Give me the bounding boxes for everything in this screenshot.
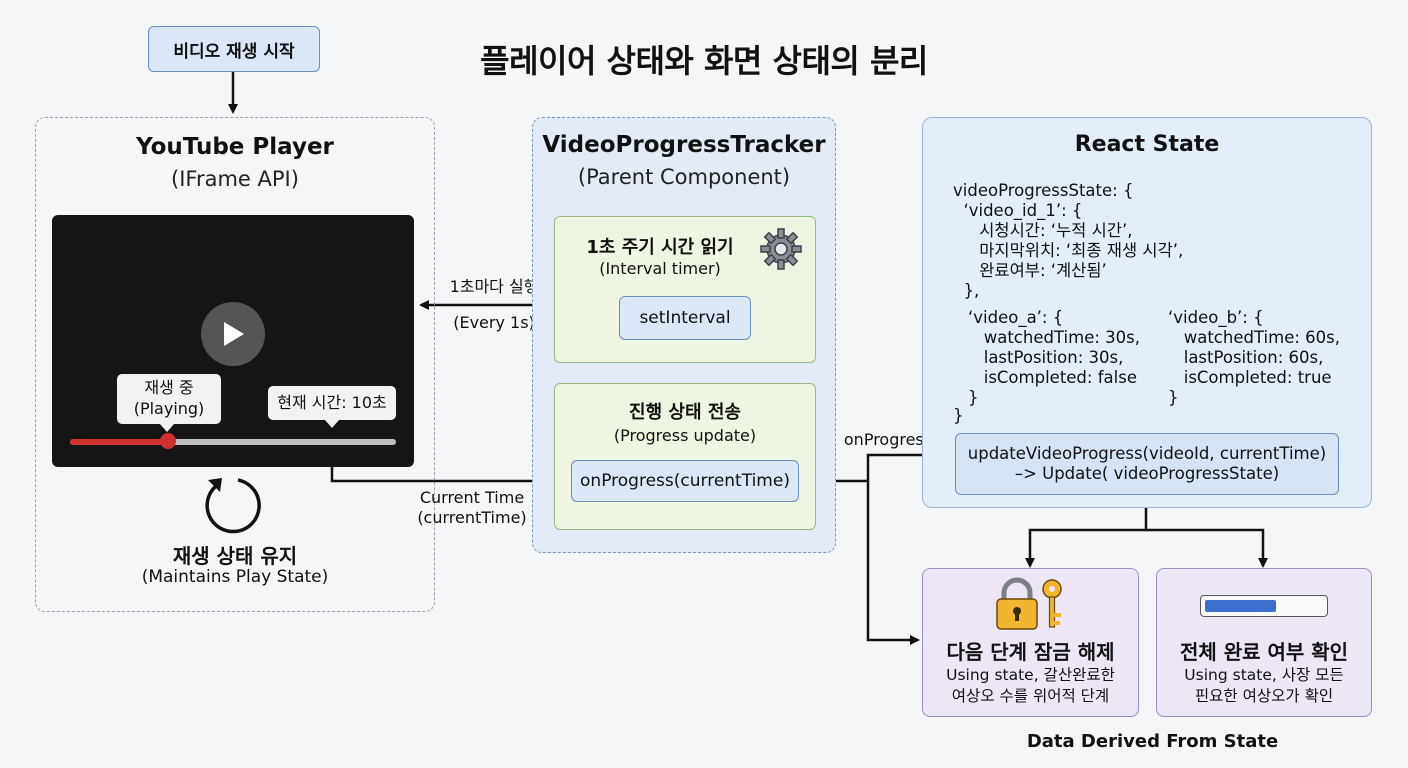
playing-tooltip-tail bbox=[160, 424, 174, 432]
current-time-label: 현재 시간: 10초 bbox=[277, 392, 387, 412]
playing-label: 재생 중 bbox=[144, 378, 194, 398]
progress-update-box bbox=[554, 383, 816, 530]
set-interval-chip: setInterval bbox=[619, 296, 751, 340]
derived-arrow-right bbox=[1146, 528, 1268, 568]
completion-description-line2: 핀요한 여상오가 확인 bbox=[1194, 687, 1334, 705]
state-code-video-b: ‘video_b’: { watchedTime: 60s, lastPosit… bbox=[1168, 308, 1340, 408]
unlock-description-line2: 여상오 수를 위어적 단계 bbox=[951, 687, 1110, 705]
player-subtitle: (IFrame API) bbox=[171, 167, 299, 191]
start-playback-box: 비디오 재생 시작 bbox=[148, 26, 320, 72]
progress-track[interactable] bbox=[70, 439, 396, 445]
interval-timer-title: 1초 주기 시간 읽기 bbox=[586, 237, 734, 258]
key-icon bbox=[1042, 579, 1062, 628]
every-second-sublabel: (Every 1s) bbox=[453, 313, 535, 332]
loop-arrow-icon bbox=[205, 478, 261, 534]
video-a-code-line: isCompleted: false bbox=[968, 368, 1137, 387]
play-icon[interactable] bbox=[201, 302, 265, 366]
state-code-video-a: ‘video_a’: { watchedTime: 30s, lastPosit… bbox=[968, 308, 1140, 408]
state-code-line: videoProgressState: { bbox=[953, 181, 1134, 200]
every-second-label: 1초마다 실행 bbox=[449, 277, 539, 296]
gear-icon bbox=[760, 228, 802, 270]
tracker-subtitle: (Parent Component) bbox=[577, 165, 791, 189]
derived-arrow-left bbox=[1025, 495, 1148, 568]
interval-timer-subtitle: (Interval timer) bbox=[599, 259, 721, 278]
state-code-line: ‘video_id_1’: { bbox=[953, 201, 1083, 220]
onprogress-arrow-label: onProgress bbox=[843, 430, 933, 449]
playing-sublabel: (Playing) bbox=[133, 399, 205, 418]
completion-description-line1: Using state, 사장 모든 bbox=[1184, 666, 1344, 684]
player-title: YouTube Player bbox=[136, 134, 334, 160]
page-title: 플레이어 상태와 화면 상태의 분리 bbox=[480, 42, 928, 80]
update-function-box: updateVideoProgress(videoId, currentTime… bbox=[955, 433, 1339, 495]
current-time-tooltip: 현재 시간: 10초 bbox=[268, 386, 396, 420]
derived-footer: Data Derived From State bbox=[1026, 731, 1279, 752]
on-progress-chip: onProgress(currentTime) bbox=[571, 460, 799, 502]
loop-title: 재생 상태 유지 bbox=[172, 544, 298, 568]
progress-knob[interactable] bbox=[159, 433, 176, 449]
loop-subtitle: (Maintains Play State) bbox=[141, 567, 329, 587]
progress-update-subtitle: (Progress update) bbox=[613, 426, 757, 445]
state-code-line: 완료여부: ‘계산됨’ bbox=[953, 261, 1107, 280]
tracker-title: VideoProgressTracker bbox=[542, 132, 826, 158]
completion-check-card bbox=[1156, 568, 1372, 717]
unlock-arrow bbox=[866, 481, 920, 645]
video-b-code-line: watchedTime: 60s, bbox=[1168, 328, 1340, 347]
completion-title: 전체 완료 여부 확인 bbox=[1179, 640, 1349, 664]
progress-update-title: 진행 상태 전송 bbox=[629, 402, 741, 423]
progress-fill bbox=[70, 439, 168, 445]
current-time-arrow-label: Current Time bbox=[419, 488, 525, 507]
padlock-icon bbox=[996, 577, 1062, 630]
youtube-player-panel bbox=[35, 117, 435, 612]
current-time-tooltip-tail bbox=[325, 420, 339, 428]
update-function-line2: –> Update( videoProgressState) bbox=[1014, 464, 1280, 483]
unlock-description-line1: Using state, 갈산완료한 bbox=[946, 666, 1115, 684]
state-code-close: } bbox=[953, 406, 964, 425]
video-a-code-line: } bbox=[968, 388, 979, 407]
update-function-line1: updateVideoProgress(videoId, currentTime… bbox=[967, 444, 1327, 463]
state-code-line: 시청시간: ‘누적 시간’, bbox=[953, 221, 1133, 240]
react-state-title: React State bbox=[1074, 132, 1220, 157]
video-a-code-line: lastPosition: 30s, bbox=[968, 348, 1124, 367]
video-b-code-line: ‘video_b’: { bbox=[1168, 308, 1264, 327]
unlock-title: 다음 단계 잠금 해제 bbox=[946, 640, 1115, 664]
progress-bar-icon-fill bbox=[1205, 600, 1276, 612]
state-code-line: 마지막위치: ‘최종 재생 시각’, bbox=[953, 241, 1184, 260]
video-a-code-line: ‘video_a’: { bbox=[968, 308, 1064, 327]
video-b-code-line: lastPosition: 60s, bbox=[1168, 348, 1324, 367]
state-code-block: videoProgressState: { ‘video_id_1’: { 시청… bbox=[953, 181, 1183, 301]
progress-bar-icon bbox=[1200, 595, 1328, 617]
video-b-code-line: } bbox=[1168, 388, 1179, 407]
playing-tooltip: 재생 중 (Playing) bbox=[117, 374, 221, 424]
current-time-arrow-sublabel: (currentTime) bbox=[417, 508, 527, 527]
state-code-line: }, bbox=[953, 281, 980, 300]
video-b-code-line: isCompleted: true bbox=[1168, 368, 1332, 387]
video-a-code-line: watchedTime: 30s, bbox=[968, 328, 1140, 347]
